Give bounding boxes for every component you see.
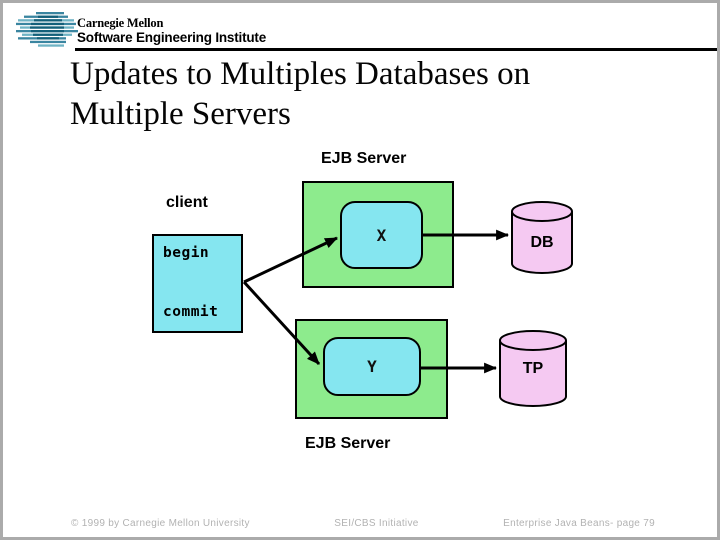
bean-x-label: X (376, 225, 387, 245)
footer-page-number: Enterprise Java Beans- page 79 (503, 518, 655, 529)
client-label: client (166, 194, 208, 211)
begin-statement: begin (163, 245, 210, 261)
ejb-server-bottom-label: EJB Server (305, 435, 391, 452)
tp-label: TP (522, 360, 544, 377)
brand-carnegie-mellon: Carnegie Mellon (77, 16, 164, 30)
slide-footer: © 1999 by Carnegie Mellon University SEI… (3, 518, 717, 529)
commit-statement: commit (163, 304, 219, 320)
brand-sei: Software Engineering Institute (77, 30, 267, 46)
client-transaction-box: begin commit (152, 234, 243, 333)
bean-y-label: Y (367, 357, 377, 376)
sei-logo-icon (16, 12, 78, 47)
brand-block: Carnegie Mellon Software Engineering Ins… (77, 16, 267, 46)
footer-copyright: © 1999 by Carnegie Mellon University (71, 518, 250, 529)
bean-x: X (340, 201, 423, 269)
page-title: Updates to Multiples Databases on Multip… (70, 56, 531, 132)
header-rule (75, 48, 717, 51)
ejb-server-top-label: EJB Server (321, 150, 407, 167)
footer-initiative: SEI/CBS Initiative (334, 518, 419, 529)
bean-y: Y (323, 337, 421, 396)
db-label: DB (530, 234, 554, 251)
